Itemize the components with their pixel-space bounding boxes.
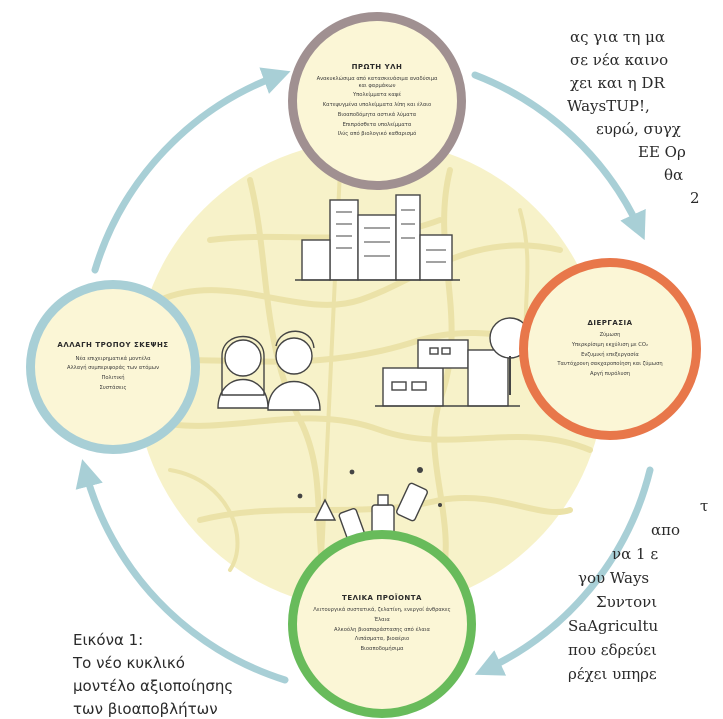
flask-icon: [313, 498, 337, 521]
central-circle: [135, 140, 605, 610]
node-process-item: Υπερκρίσιμη εκχύλιση με CO₂: [571, 342, 649, 349]
article-text-line: που εδρεύει: [568, 641, 657, 659]
skyline-icon: [295, 194, 460, 281]
arrow-bottom-to-left: [75, 459, 289, 684]
article-text-line: WaysTUP!,: [567, 97, 650, 115]
node-mindset-change-title: ΑΛΛΑΓΗ ΤΡΟΠΟΥ ΣΚΕΨΗΣ: [57, 341, 169, 350]
node-raw-material-item: Βιοαποδόμητα αστικά λύματα: [337, 111, 417, 118]
node-raw-material-item: Επιπρόσθετα υπολείμματα: [342, 121, 412, 128]
cycle-arrows: [75, 67, 654, 684]
arrow-right-to-bottom: [474, 466, 654, 676]
node-final-products-item: Έλαια: [374, 617, 390, 624]
figure-caption-line: των βιοαποβλήτων: [73, 700, 218, 718]
article-text-line: θα: [664, 166, 684, 184]
node-raw-material-title: ΠΡΩΤΗ ΥΛΗ: [351, 62, 403, 71]
node-final-products-item: Αλκοόλη βιοαπαράστασης από έλαια: [334, 626, 430, 633]
article-text-line: χει και η DR: [570, 74, 665, 92]
figure-caption-label: Εικόνα 1:: [73, 631, 144, 649]
article-text-line: γου Ways: [578, 569, 650, 587]
factory-icon: [375, 339, 520, 407]
node-raw-material: ΠΡΩΤΗ ΥΛΗ Ανακυκλώσιμα από κατασκευάσιμα…: [288, 12, 466, 190]
node-process-title: ΔΙΕΡΓΑΣΙΑ: [587, 318, 633, 327]
figure-caption-line: Το νέο κυκλικό: [73, 654, 185, 672]
article-text-line: να 1 ε: [612, 545, 659, 563]
node-mindset-change-item: Συστάσεις: [99, 384, 127, 391]
node-mindset-change-item: Νέα επιχειρηματικά μοντέλα: [75, 355, 151, 362]
arrow-left-to-top: [91, 67, 291, 274]
node-raw-material-item: Υπολείμματα καφέ: [352, 92, 401, 99]
article-text-line: Συντονι: [596, 593, 658, 611]
article-text-line: SaAgricultu: [568, 617, 659, 635]
figure-caption-line: μοντέλο αξιοποίησης: [73, 677, 234, 695]
node-raw-material-item: Κατεψυγμένα υπολείμματα λίπη και έλαιο: [322, 102, 432, 109]
node-process-item: Αργή πυρόλυση: [589, 371, 631, 378]
node-mindset-change-item: Αλλαγή συμπεριφοράς των ατόμων: [67, 365, 159, 372]
arrow-top-to-right: [471, 71, 646, 241]
article-text-line: σε νέα καινο: [570, 51, 669, 69]
node-process-item: Ταυτόχρονη σακχαροποίηση και ζύμωση: [557, 361, 663, 368]
node-process: ΔΙΕΡΓΑΣΙΑ Ζύμωση Υπερκρίσιμη εκχύλιση με…: [519, 258, 701, 440]
node-mindset-change: ΑΛΛΑΓΗ ΤΡΟΠΟΥ ΣΚΕΨΗΣ Νέα επιχειρηματικά …: [26, 280, 200, 454]
article-text-line: ας για τη μα: [570, 28, 665, 46]
node-final-products: ΤΕΛΙΚΑ ΠΡΟΪΟΝΤΑ Λειτουργικά συστατικά, ζ…: [288, 530, 476, 718]
article-text-line: ΕΕ Ορ: [638, 143, 686, 161]
people-icon: [217, 330, 321, 411]
article-text-line: 2: [690, 189, 700, 207]
node-raw-material-item: Ιλύς από βιολογικό καθαρισμό: [337, 131, 417, 138]
node-process-item: Ζύμωση: [599, 332, 621, 339]
node-raw-material-item: Ανακυκλώσιμα από κατασκευάσιμα αναδύσιμα…: [316, 76, 438, 89]
node-process-item: Ενζυμική επεξεργασία: [581, 351, 639, 358]
article-text-line: ευρώ, συγχ: [596, 120, 681, 138]
article-text-line: τ: [700, 497, 709, 515]
article-text-line: ρέχει υπηρε: [568, 665, 657, 683]
node-mindset-change-item: Πολιτική: [101, 375, 125, 382]
node-final-products-item: Λιπάσματα, βιοαέριο: [354, 636, 410, 643]
node-final-products-title: ΤΕΛΙΚΑ ΠΡΟΪΟΝΤΑ: [342, 593, 422, 602]
node-final-products-item: Λειτουργικά συστατικά, ζελατίνη, ενεργοί…: [313, 607, 451, 614]
node-final-products-item: Βιοαποδομήσιμα: [360, 646, 404, 653]
article-text-line: απο: [651, 521, 681, 539]
